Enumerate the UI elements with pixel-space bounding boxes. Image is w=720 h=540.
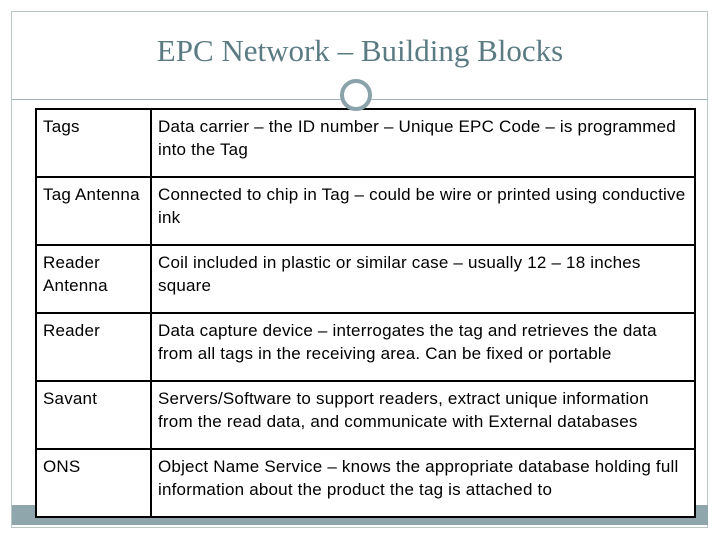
description-cell: Coil included in plastic or similar case… [150,244,696,314]
term-cell: Reader Antenna [35,244,152,314]
circle-ornament-icon [340,79,372,111]
table-row: Reader Antenna Coil included in plastic … [35,244,696,314]
description-cell: Connected to chip in Tag – could be wire… [150,176,696,246]
building-blocks-table: Tags Data carrier – the ID number – Uniq… [35,108,696,518]
table-row: ONS Object Name Service – knows the appr… [35,448,696,518]
term-cell: Tag Antenna [35,176,152,246]
table-row: Savant Servers/Software to support reade… [35,380,696,450]
description-cell: Data capture device – interrogates the t… [150,312,696,382]
description-cell: Servers/Software to support readers, ext… [150,380,696,450]
term-cell: Reader [35,312,152,382]
table-row: Reader Data capture device – interrogate… [35,312,696,382]
table-row: Tags Data carrier – the ID number – Uniq… [35,108,696,178]
slide-frame [11,11,708,528]
term-cell: Savant [35,380,152,450]
description-cell: Object Name Service – knows the appropri… [150,448,696,518]
term-cell: ONS [35,448,152,518]
description-cell: Data carrier – the ID number – Unique EP… [150,108,696,178]
term-cell: Tags [35,108,152,178]
table-row: Tag Antenna Connected to chip in Tag – c… [35,176,696,246]
slide-title: EPC Network – Building Blocks [156,33,564,68]
